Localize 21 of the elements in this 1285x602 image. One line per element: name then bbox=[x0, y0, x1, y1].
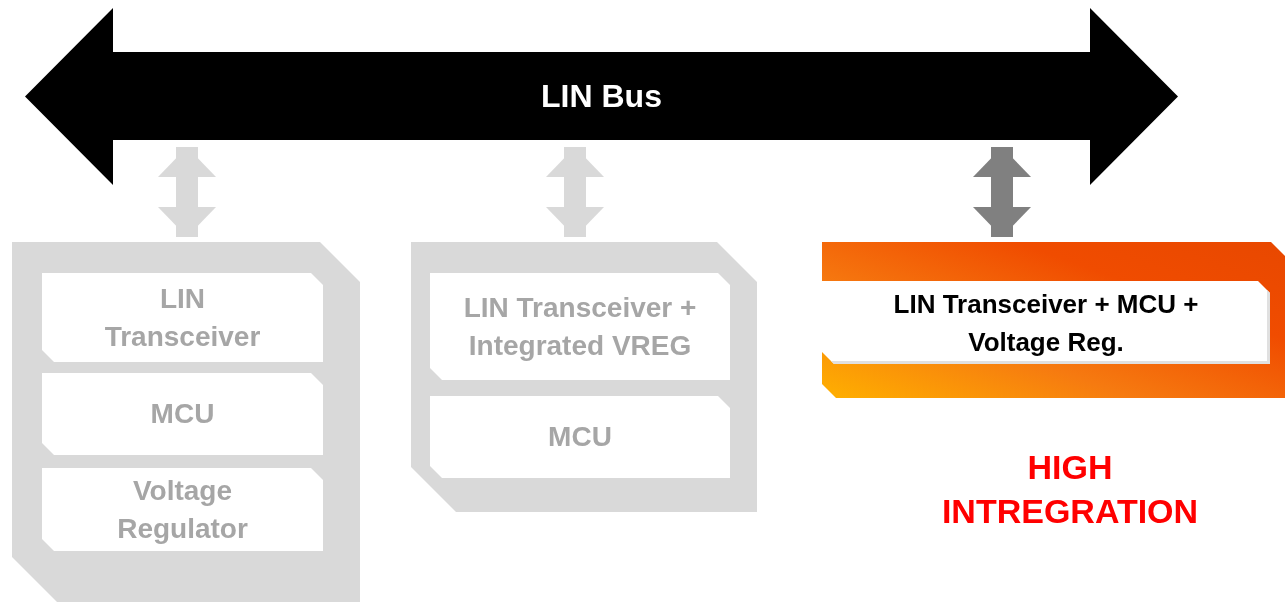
block-box bbox=[430, 273, 730, 380]
integration-note: HIGH INTREGRATION bbox=[940, 447, 1200, 532]
block-label: LIN Transceiver + Integrated VREG bbox=[462, 290, 698, 363]
block-label: LIN Transceiver bbox=[103, 281, 262, 354]
double-arrow bbox=[973, 147, 1031, 237]
block-box bbox=[42, 373, 323, 455]
block-box bbox=[42, 273, 323, 362]
block-box bbox=[430, 396, 730, 478]
double-arrow bbox=[546, 147, 604, 237]
chip-card bbox=[822, 242, 1285, 398]
double-arrow bbox=[158, 147, 216, 237]
chip-card bbox=[411, 242, 757, 512]
bus-double-arrow bbox=[25, 8, 1178, 185]
block-label: MCU bbox=[149, 397, 216, 431]
block-box bbox=[42, 468, 323, 551]
block-box bbox=[822, 281, 1270, 364]
chip-card bbox=[12, 242, 360, 602]
block-label: MCU bbox=[547, 420, 613, 454]
block-label: LIN Transceiver + MCU + Voltage Reg. bbox=[892, 287, 1200, 359]
bus-label: LIN Bus bbox=[541, 78, 662, 115]
block-label: Voltage Regulator bbox=[116, 473, 249, 546]
